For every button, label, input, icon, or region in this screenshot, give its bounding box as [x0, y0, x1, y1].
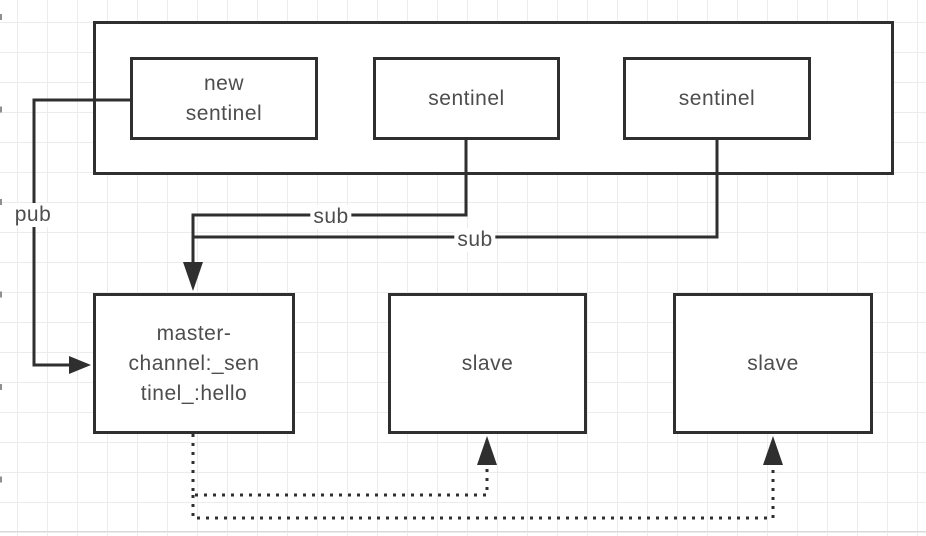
bottom-grid-line	[0, 531, 926, 532]
node-sentinel-2-label: sentinel	[678, 86, 756, 110]
node-slave-1-label: slave	[461, 351, 514, 375]
edge-master-slave-2-line	[191, 465, 775, 520]
node-new-sentinel-label: new sentinel	[185, 71, 263, 125]
node-sentinel-1-label: sentinel	[428, 86, 505, 110]
edge-master-slave-1-line	[191, 434, 489, 497]
edge-label-pub: pub	[11, 203, 55, 227]
node-master-channel: master- channel:_sen tinel_:hello	[93, 293, 295, 434]
node-new-sentinel: new sentinel	[130, 57, 318, 140]
edge-label-sub-1: sub	[310, 205, 352, 229]
node-slave-1: slave	[388, 293, 587, 434]
node-sentinel-2: sentinel	[623, 57, 811, 140]
node-slave-2-label: slave	[747, 351, 799, 375]
edge-sub-1-arrowhead-icon	[183, 262, 203, 291]
edge-master-slave-1-arrowhead-icon	[477, 436, 497, 465]
edge-pub-arrowhead-icon	[69, 356, 91, 374]
left-edge-grid-ticks	[0, 0, 2, 536]
node-slave-2: slave	[673, 293, 873, 434]
node-sentinel-1: sentinel	[373, 57, 560, 140]
edge-label-sub-2: sub	[454, 228, 496, 252]
edge-master-slave-2-arrowhead-icon	[763, 436, 783, 465]
node-master-channel-label: master- channel:_sen tinel_:hello	[128, 321, 260, 405]
